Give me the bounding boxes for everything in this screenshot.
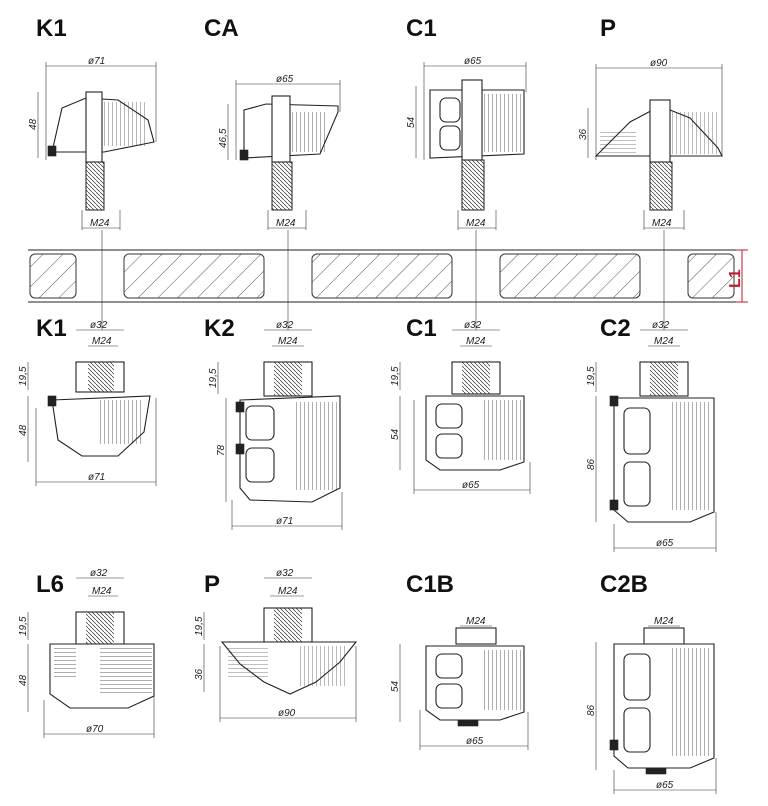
top-c1-diameter: ø65 [464, 56, 482, 67]
mid-c2-collar: 19,5 [586, 366, 597, 386]
mid-k2-diameter: ø71 [276, 516, 293, 527]
mid-c1-collar: 19,5 [390, 366, 401, 386]
bot-c1b-nozzle: C1B M24 54 ø65 [390, 571, 529, 750]
top-ca-label: CA [204, 15, 239, 42]
bot-c2b-diameter: ø65 [656, 780, 674, 791]
top-ca-thread: M24 [276, 218, 296, 229]
mid-c2-label: C2 [600, 315, 631, 342]
top-c1-label: C1 [406, 15, 437, 42]
mid-k1-nozzle: K1 ø32 M24 19,5 48 ø71 [18, 315, 157, 486]
bot-p-label: P [204, 571, 220, 598]
bot-p-collar: 19,5 [194, 616, 205, 636]
bot-l6-height: 48 [18, 674, 29, 686]
mid-c1-height: 54 [390, 428, 401, 440]
mid-c1-nozzle: C1 ø32 M24 19,5 54 ø65 [390, 315, 531, 494]
bot-c1b-thread: M24 [466, 616, 486, 627]
bot-l6-thread: M24 [92, 586, 112, 597]
bot-c2b-nozzle: C2B M24 86 ø65 [586, 571, 717, 794]
bot-c1b-label: C1B [406, 571, 454, 598]
top-p-label: P [600, 15, 616, 42]
bot-l6-label: L6 [36, 571, 64, 598]
mid-c1-thread: M24 [466, 336, 486, 347]
mid-k2-height: 78 [216, 444, 227, 456]
mid-c1-diameter: ø65 [462, 480, 480, 491]
mid-k2-collar: 19,5 [208, 368, 219, 388]
bot-p-top-diameter: ø32 [276, 568, 294, 579]
bot-l6-nozzle: L6 ø32 M24 19,5 48 ø70 [18, 568, 155, 738]
bot-c1b-height: 54 [390, 680, 401, 692]
bot-p-nozzle: P ø32 M24 19,5 36 ø90 [194, 568, 358, 722]
top-k1-diameter: ø71 [88, 56, 105, 67]
plate-thickness-label: L1 [727, 269, 744, 288]
mid-k2-thread: M24 [278, 336, 298, 347]
bot-p-height: 36 [194, 668, 205, 680]
mid-c2-thread: M24 [654, 336, 674, 347]
mid-c2-diameter: ø65 [656, 538, 674, 549]
bot-c1b-diameter: ø65 [466, 736, 484, 747]
top-p-height: 36 [578, 128, 589, 140]
mid-k1-thread: M24 [92, 336, 112, 347]
top-p-diameter: ø90 [650, 58, 668, 69]
mid-k1-top-diameter: ø32 [90, 320, 108, 331]
bot-l6-diameter: ø70 [86, 724, 104, 735]
mid-k2-label: K2 [204, 315, 235, 342]
mid-k1-label: K1 [36, 315, 67, 342]
mid-k1-diameter: ø71 [88, 472, 105, 483]
top-k1-height: 48 [28, 118, 39, 130]
bot-c2b-label: C2B [600, 571, 648, 598]
top-c1-height: 54 [406, 116, 417, 128]
mid-k2-nozzle: K2 ø32 M24 19,5 78 ø71 [204, 315, 343, 530]
axis-lines [101, 230, 665, 330]
top-p-nozzle: P ø90 36 M24 [578, 15, 723, 230]
top-ca-nozzle: CA ø65 46,5 M24 [204, 15, 341, 230]
mid-c2-nozzle: C2 ø32 M24 19,5 86 ø65 [586, 315, 717, 552]
mid-c2-top-diameter: ø32 [652, 320, 670, 331]
bot-c2b-thread: M24 [654, 616, 674, 627]
plate: L1 [28, 249, 748, 303]
mid-c2-height: 86 [586, 458, 597, 470]
top-k1-label: K1 [36, 15, 67, 42]
top-k1-thread: M24 [90, 218, 110, 229]
mid-c1-top-diameter: ø32 [464, 320, 482, 331]
top-k1-nozzle: K1 ø71 48 M24 [28, 15, 157, 230]
mid-k2-top-diameter: ø32 [276, 320, 294, 331]
bot-l6-collar: 19,5 [18, 616, 29, 636]
top-p-thread: M24 [652, 218, 672, 229]
mid-k1-collar: 19,5 [18, 366, 29, 386]
top-c1-nozzle: C1 ø65 54 M24 [406, 15, 527, 230]
top-ca-height: 46,5 [218, 128, 229, 148]
bot-p-diameter: ø90 [278, 708, 296, 719]
top-c1-thread: M24 [466, 218, 486, 229]
top-ca-diameter: ø65 [276, 74, 294, 85]
bot-p-thread: M24 [278, 586, 298, 597]
bot-c2b-height: 86 [586, 704, 597, 716]
bot-l6-top-diameter: ø32 [90, 568, 108, 579]
mid-k1-height: 48 [18, 424, 29, 436]
mid-c1-label: C1 [406, 315, 437, 342]
